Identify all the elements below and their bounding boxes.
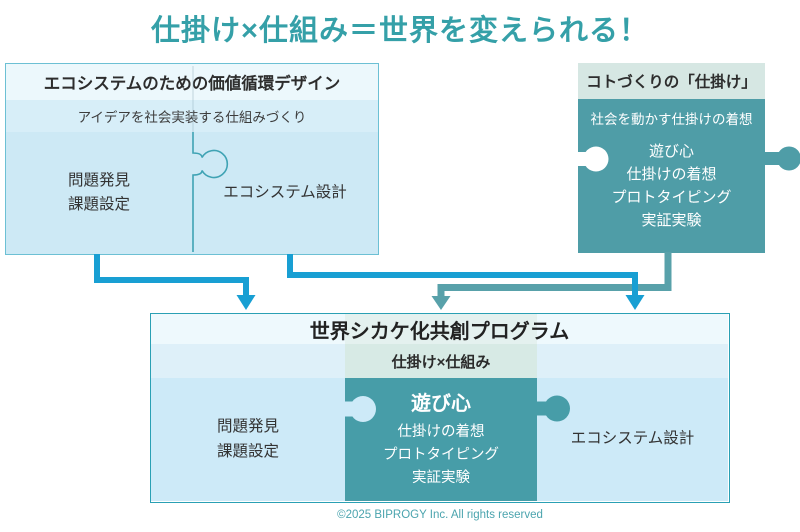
shikake-box: コトづくりの「仕掛け」 社会を動かす仕掛けの着想 遊び心 仕掛けの着想 プロトタ… <box>577 63 800 253</box>
program-middle-item: 実証実験 <box>412 469 470 486</box>
program-band-label: 仕掛け×仕組み <box>391 353 491 371</box>
program-band-row-middle <box>345 344 537 378</box>
piece-label-line: 課題設定 <box>67 196 130 213</box>
diagram-title: 仕掛け×仕組み＝世界を変えられる！ <box>151 15 649 47</box>
program-piece-problem-discovery: 問題発見 課題設定 <box>151 378 345 501</box>
copyright-notice: ©2025 BIPROGY Inc. All rights reserved <box>337 509 543 521</box>
program-band-row <box>151 344 345 378</box>
program-piece-ecosystem-design: エコシステム設計 <box>537 378 728 501</box>
program-piece-shikake: 遊び心 仕掛けの着想 プロトタイピング 実証実験 <box>345 378 537 501</box>
shikake-box-body: 社会を動かす仕掛けの着想 遊び心 仕掛けの着想 プロトタイピング 実証実験 <box>578 99 765 253</box>
piece-label-line: 問題発見 <box>216 418 279 436</box>
program-middle-headline: 遊び心 <box>411 392 471 415</box>
piece-problem-discovery: 問題発見 課題設定 <box>6 132 192 254</box>
shikake-item: 仕掛けの着想 <box>626 166 717 183</box>
program-middle-item: プロトタイピング <box>383 446 499 463</box>
piece-ecosystem-design: エコシステム設計 <box>223 183 347 201</box>
program-middle-item: 仕掛けの着想 <box>397 423 485 440</box>
program-title-row-middle-tint <box>345 314 537 344</box>
shikake-item: プロトタイピング <box>611 189 732 206</box>
program-title-row <box>151 314 345 344</box>
ecosystem-box-body: 問題発見 課題設定 エコシステム設計 <box>6 132 378 254</box>
shikake-box-header: コトづくりの「仕掛け」 <box>578 63 765 99</box>
piece-label-line: 問題発見 <box>67 171 130 189</box>
ecosystem-design-box: エコシステムのための価値循環デザイン アイデアを社会実装する仕組みづくり 問題発… <box>5 63 379 255</box>
piece-label-line: 課題設定 <box>216 442 279 460</box>
program-band-row <box>537 344 728 378</box>
program-title-row <box>537 314 728 344</box>
shikake-box-subtitle: 社会を動かす仕掛けの着想 <box>590 112 753 127</box>
shikake-item-list: 遊び心 仕掛けの着想 プロトタイピング 実証実験 <box>578 140 765 232</box>
shikake-item: 実証実験 <box>641 212 702 229</box>
ecosystem-box-subtitle: アイデアを社会実装する仕組みづくり <box>6 100 378 132</box>
ecosystem-box-header: エコシステムのための価値循環デザイン <box>6 64 378 100</box>
program-box: 問題発見 課題設定 遊び心 仕掛けの着想 プロトタイピング 実証実験 エコシステ… <box>150 313 730 503</box>
program-title: 世界シカケ化共創プログラム <box>309 320 570 343</box>
shikake-item: 遊び心 <box>648 143 694 160</box>
